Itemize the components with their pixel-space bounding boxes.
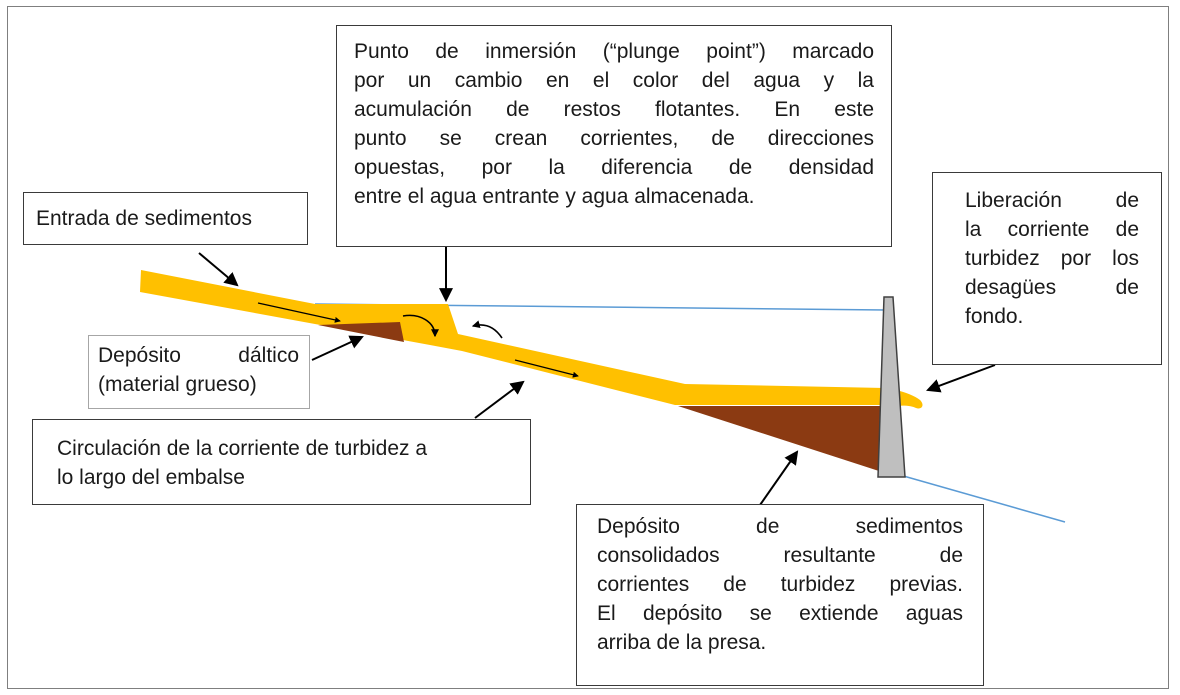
sediment-inflow-band <box>140 270 885 405</box>
consolidados-line-5: arriba de la presa. <box>597 631 767 654</box>
callout-arrow-consolidados <box>759 450 799 506</box>
circulacion-box: Circulación de la corriente de turbidez … <box>32 419 531 505</box>
dam-outflow-plume <box>896 390 923 409</box>
entrada-label-box: Entrada de sedimentos <box>23 192 308 245</box>
plunge-line-3: acumulación de restos flotantes. En este <box>354 98 874 121</box>
plunge-line-6: entre el agua entrante y agua almacenada… <box>354 185 755 208</box>
consolidados-line-3: corrientes de turbidez previas. <box>597 573 963 596</box>
plunge-point-box: Punto de inmersión (“plunge point”) marc… <box>336 25 892 247</box>
consolidados-line-4: El depósito se extiende aguas <box>597 602 963 625</box>
liberacion-line-5: fondo. <box>965 305 1024 328</box>
liberacion-line-1: Liberación de <box>965 189 1139 212</box>
deltaic-deposit <box>318 322 404 342</box>
callout-arrow-circulacion <box>474 380 525 419</box>
plunge-line-4: punto se crean corrientes, de direccione… <box>354 127 874 150</box>
plunge-line-5: opuestas, por la diferencia de densidad <box>354 156 874 179</box>
circulacion-line-2: lo largo del embalse <box>57 466 245 489</box>
circulacion-line-1: Circulación de la corriente de turbidez … <box>57 437 428 460</box>
consolidated-deposit <box>678 406 882 472</box>
callout-arrow-entrada <box>198 252 239 287</box>
callout-arrow-dalta <box>311 335 364 361</box>
dalta-deposit-box: Depósito dáltico (material grueso) <box>88 335 310 409</box>
consolidated-deposit-box: Depósito de sedimentos consolidados resu… <box>576 504 984 686</box>
consolidados-line-1: Depósito de sedimentos <box>597 515 963 538</box>
reverse-current-arrow <box>471 320 503 339</box>
flow-arrow-lower <box>514 359 579 378</box>
entrada-label: Entrada de sedimentos <box>36 207 252 230</box>
liberacion-line-4: desagües de <box>965 276 1139 299</box>
dalta-line-2: (material grueso) <box>98 373 257 396</box>
liberacion-line-2: la corriente de <box>965 218 1139 241</box>
flow-arrow-upper <box>257 302 341 323</box>
dalta-line-1: Depósito dáltico <box>98 344 299 367</box>
liberacion-line-3: turbidez por los <box>965 247 1139 270</box>
liberacion-box: Liberación de la corriente de turbidez p… <box>932 172 1162 365</box>
consolidados-line-2: consolidados resultante de <box>597 544 963 567</box>
callout-arrow-liberacion <box>926 364 996 393</box>
plunge-line-1: Punto de inmersión (“plunge point”) marc… <box>354 40 874 63</box>
dam <box>877 296 906 478</box>
riverbed-line <box>899 474 1066 523</box>
plunge-line-2: por un cambio en el color del agua y la <box>354 69 874 92</box>
plunge-curl-arrow <box>402 314 439 338</box>
